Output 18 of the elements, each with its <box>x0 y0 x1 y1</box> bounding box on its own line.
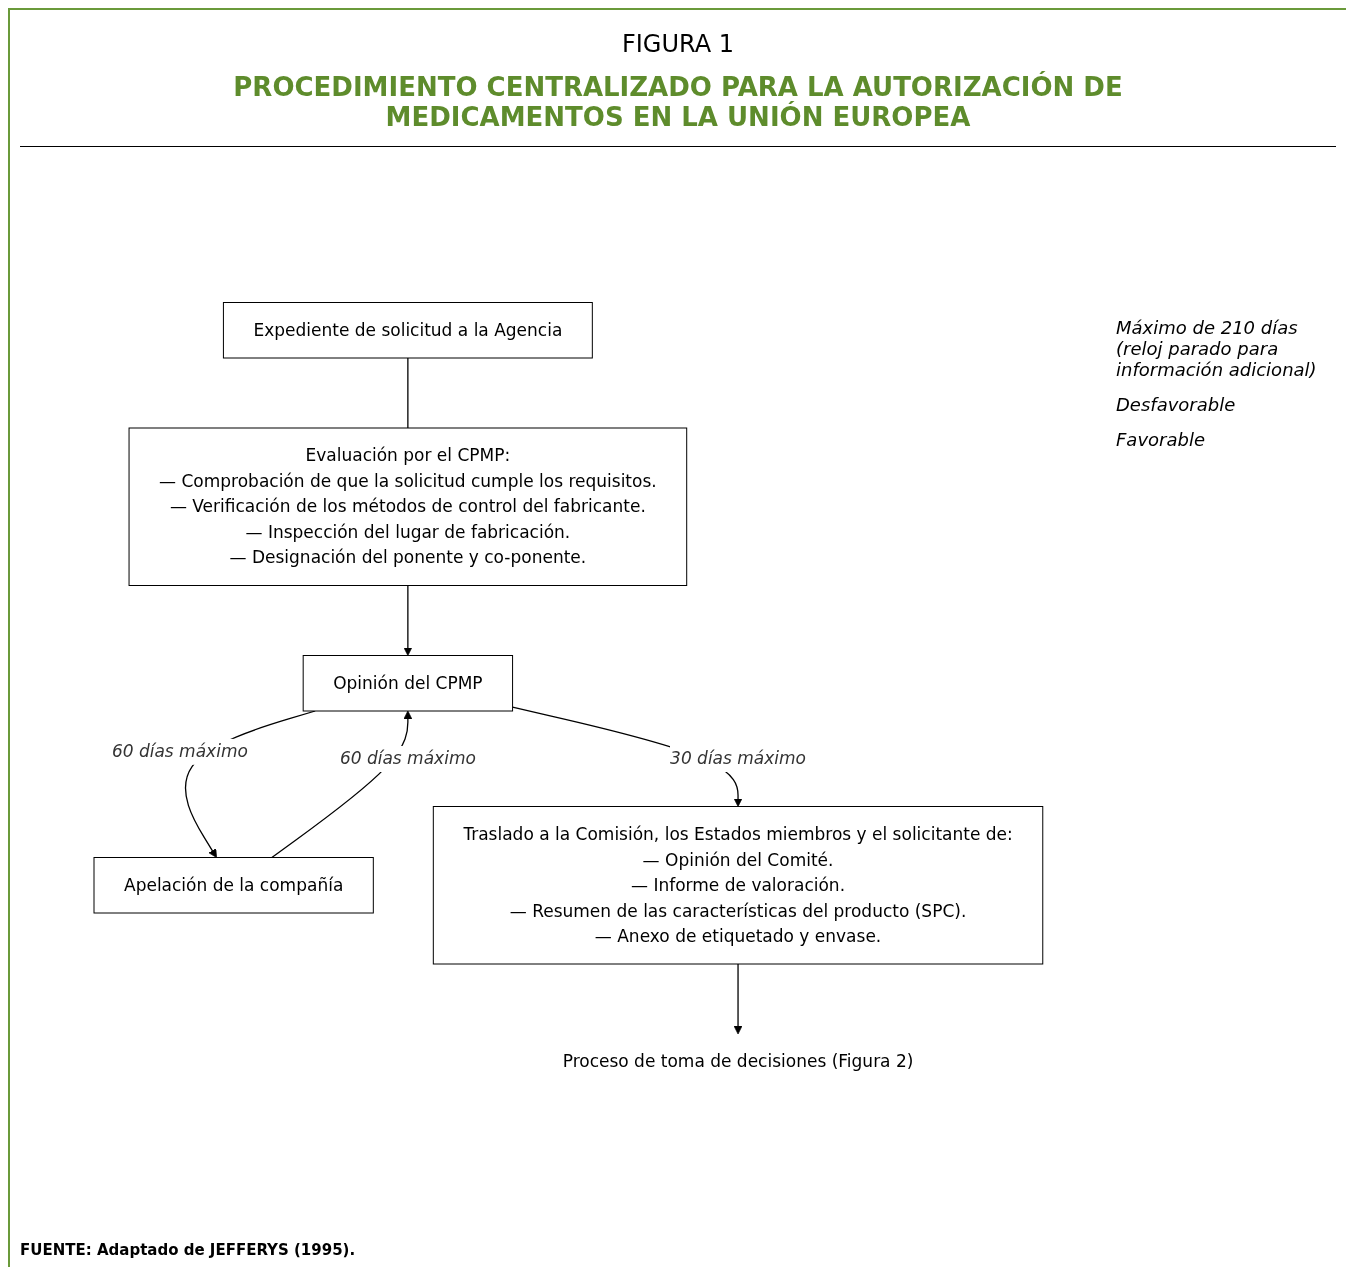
arrow <box>403 584 412 656</box>
connector <box>406 357 409 429</box>
figure-number: FIGURA 1 <box>621 30 735 58</box>
node-box: Opinión del CPMP <box>302 655 513 712</box>
node-box: Traslado a la Comisión, los Estados miembros y el solicitante de: — Opinión del Comité. — Informe de valoración. — Resumen de las características del producto (SPC). — Anexo de etiquetado y envase. <box>432 806 1043 965</box>
edge-label: 60 días máximo <box>111 740 248 761</box>
edge-label: 60 días máximo <box>339 748 476 768</box>
arrow <box>733 963 743 1035</box>
diagram-title: PROCEDIMIENTO CENTRALIZADO PARA LA AUTORIZACIÓN DE MEDICAMENTOS EN LA UNIÓN EUROPEA <box>232 72 1124 132</box>
branch-label: Máximo de 210 días (reloj parado para información adicional) <box>1116 317 1318 380</box>
node-box: Expediente de solicitud a la Agencia <box>222 302 593 359</box>
node-box: Evaluación por el CPMP: — Comprobación de que la solicitud cumple los requisitos. — Verificación de los métodos de control del fabricante. — Inspección del lugar de fabricación. — Designación del ponente y co-ponente. <box>128 427 687 586</box>
branch-label: Favorable <box>1116 429 1206 450</box>
edge-label: 30 días máximo <box>669 748 806 768</box>
node-box: Apelación de la compañía <box>93 857 374 914</box>
branch-label: Desfavorable <box>1116 394 1237 415</box>
node-text: Proceso de toma de decisiones (Figura 2) <box>562 1051 914 1071</box>
source-caption: FUENTE: Adaptado de JEFFERYS (1995). <box>20 1241 357 1259</box>
